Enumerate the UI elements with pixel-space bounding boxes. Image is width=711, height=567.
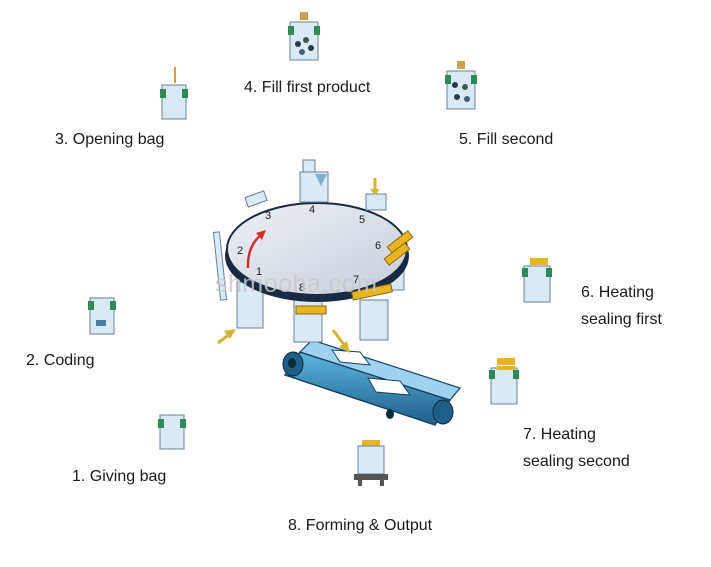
station-number-7: 7 [353,274,359,286]
step-label-1: 1. Giving bag [72,468,167,485]
step-label-4: 4. Fill first product [244,79,371,96]
step-label-3: 3. Opening bag [55,131,165,148]
pouch-icon-fill-first [288,12,320,61]
station-number-8: 8 [299,282,305,294]
step-label-7-line1: 7. Heating [523,426,596,443]
pouch-icon-fill-second [445,61,477,110]
step-label-7: 7. Heating sealing second [523,421,630,475]
rotary-turntable: 1 2 3 4 5 6 7 8 [212,159,414,343]
step-label-6-line1: 6. Heating [581,284,654,301]
step-label-8: 8. Forming & Output [288,517,433,534]
output-conveyor [282,339,462,426]
station-number-3: 3 [265,210,271,222]
pouch-icon-heat-seal-first [522,258,552,303]
step-label-7-line2: sealing second [523,453,630,470]
station-number-4: 4 [309,204,315,216]
step-label-6: 6. Heating sealing first [581,279,662,333]
station-number-1: 1 [256,266,262,278]
step-label-2: 2. Coding [26,352,95,369]
step-label-5: 5. Fill second [459,131,554,148]
station-number-2: 2 [237,245,243,257]
step-label-6-line2: sealing first [581,311,662,328]
pouch-icon-giving-bag [158,414,186,450]
station-number-5: 5 [359,214,365,226]
pouch-icon-opening-bag [160,67,188,120]
pouch-icon-forming-output [354,440,388,486]
flow-arrow-output [331,329,350,353]
flow-arrow-infeed [217,329,236,345]
pouch-icon-heat-seal-second [489,358,519,405]
pouch-icon-coding [88,297,116,335]
station-number-6: 6 [375,240,381,252]
watermark: shmooha.com [215,270,378,298]
